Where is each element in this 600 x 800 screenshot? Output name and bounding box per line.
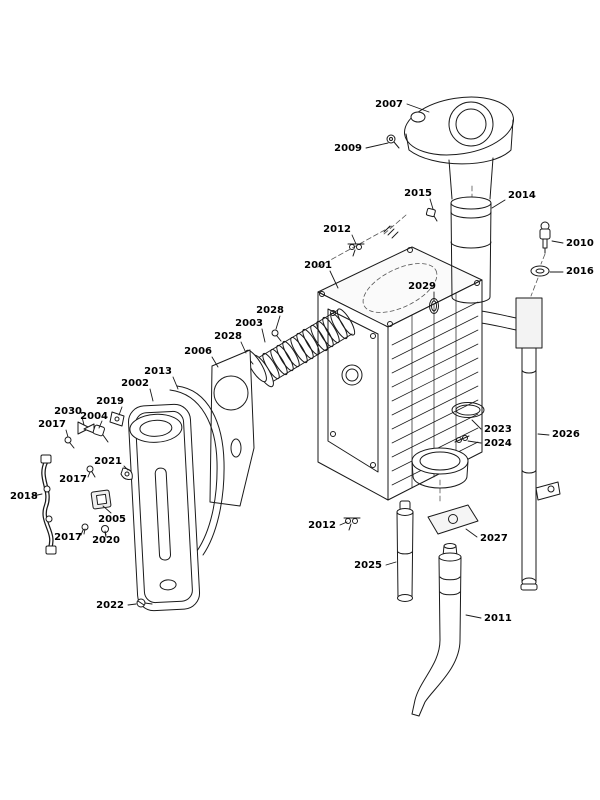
part-label-2029: 2029: [408, 281, 436, 292]
part-label-2005: 2005: [98, 514, 126, 525]
leader-line-2003: [261, 328, 266, 343]
part-label-2028: 2028: [214, 331, 242, 342]
leader-line-2027: [465, 528, 478, 538]
leader-line-2002: [149, 388, 154, 402]
part-label-2006: 2006: [184, 346, 212, 357]
clip-2030: [77, 421, 95, 435]
screw-2022: [136, 598, 153, 608]
leader-line-2006: [211, 356, 219, 368]
leader-line-2012: [339, 521, 348, 526]
flue-hose-2003: [245, 308, 356, 388]
leader-line-2018: [32, 493, 43, 497]
part-label-2025: 2025: [354, 560, 382, 571]
leader-line-2015: [429, 198, 434, 210]
leader-line-2024: [467, 440, 482, 444]
part-label-2012: 2012: [308, 520, 336, 531]
screw-2009: [386, 134, 400, 149]
part-label-2030: 2030: [54, 406, 82, 417]
part-label-2017: 2017: [59, 474, 87, 485]
sensor-2004: [92, 424, 109, 443]
part-label-2003: 2003: [235, 318, 263, 329]
leader-line-2004: [98, 420, 103, 429]
part-label-2018: 2018: [10, 491, 38, 502]
clip-2012-b: [343, 517, 361, 531]
part-label-2013: 2013: [144, 366, 172, 377]
labels-layer: 2007 2009 2015 2014 2012 2010 2016 2001 2029 2028…: [10, 99, 594, 624]
part-label-2027: 2027: [480, 533, 508, 544]
part-label-2020: 2020: [92, 535, 120, 546]
screw-2017-a: [64, 436, 75, 449]
part-label-2026: 2026: [552, 429, 580, 440]
leader-line-2011: [465, 614, 482, 619]
fan-housing-2007: [404, 96, 514, 200]
leader-line-2026: [537, 433, 550, 436]
bracket-2019: [109, 411, 125, 427]
leader-line-2030: [81, 416, 85, 426]
condensate-pipe-2026: [448, 297, 561, 591]
o-ring-2023: [451, 402, 485, 418]
bottom-flange: [411, 447, 469, 489]
part-label-2002: 2002: [121, 378, 149, 389]
leader-line-2009: [365, 142, 389, 149]
cover-plate-2027: [427, 504, 479, 535]
part-label-2010: 2010: [566, 238, 594, 249]
leader-line-2021: [123, 465, 129, 471]
part-label-2022: 2022: [96, 600, 124, 611]
gasket-2006: [209, 349, 255, 507]
part-label-2001: 2001: [304, 260, 332, 271]
leader-line-2010: [551, 240, 564, 244]
part-label-2007: 2007: [375, 99, 403, 110]
wire-harness-2018: [40, 454, 57, 555]
part-label-2009: 2009: [334, 143, 362, 154]
leader-line-2013: [172, 376, 179, 390]
door-panel-2002: [128, 403, 201, 612]
leader-line-2028: [275, 315, 281, 330]
leader-line-2025: [385, 561, 397, 566]
part-label-2011: 2011: [484, 613, 512, 624]
part-label-2012: 2012: [323, 224, 351, 235]
leader-line-2005: [102, 505, 112, 514]
part-label-2021: 2021: [94, 456, 122, 467]
leader-line-2017: [65, 429, 69, 438]
part-label-2028: 2028: [256, 305, 284, 316]
intake-duct-2014: [450, 196, 492, 304]
leader-line-2019: [118, 406, 123, 416]
gasket-plate-2005: [90, 489, 112, 510]
condensate-trap-2011: [411, 543, 462, 717]
part-label-2019: 2019: [96, 396, 124, 407]
part-label-2004: 2004: [80, 411, 108, 422]
leader-line-2012: [351, 234, 357, 245]
door-seal-2013: [169, 385, 225, 556]
leader-line-2014: [491, 199, 506, 209]
screw-2015: [425, 207, 438, 222]
part-label-2023: 2023: [484, 424, 512, 435]
part-label-2015: 2015: [404, 188, 432, 199]
clip-2024: [454, 435, 470, 443]
screw-2028-a: [271, 329, 282, 342]
sensor-2010: [539, 221, 551, 254]
grommet-2016: [530, 265, 550, 277]
hatch-mark: [383, 225, 399, 239]
leader-line-2017: [87, 471, 91, 478]
leader-line-2022: [127, 603, 137, 606]
clip-2021: [120, 467, 133, 480]
part-label-2017: 2017: [38, 419, 66, 430]
leader-line-2007: [406, 103, 430, 113]
leader-line-2023: [471, 419, 482, 430]
part-label-2017: 2017: [54, 532, 82, 543]
leader-line-2017: [83, 528, 86, 535]
part-label-2024: 2024: [484, 438, 512, 449]
part-label-2016: 2016: [566, 266, 594, 277]
heat-exchanger-2001: [317, 246, 483, 501]
leader-line-2001: [329, 270, 339, 289]
leader-line-2020: [104, 530, 107, 536]
tube-2025: [396, 500, 414, 602]
part-label-2014: 2014: [508, 190, 536, 201]
leader-line-2028: [240, 341, 247, 354]
